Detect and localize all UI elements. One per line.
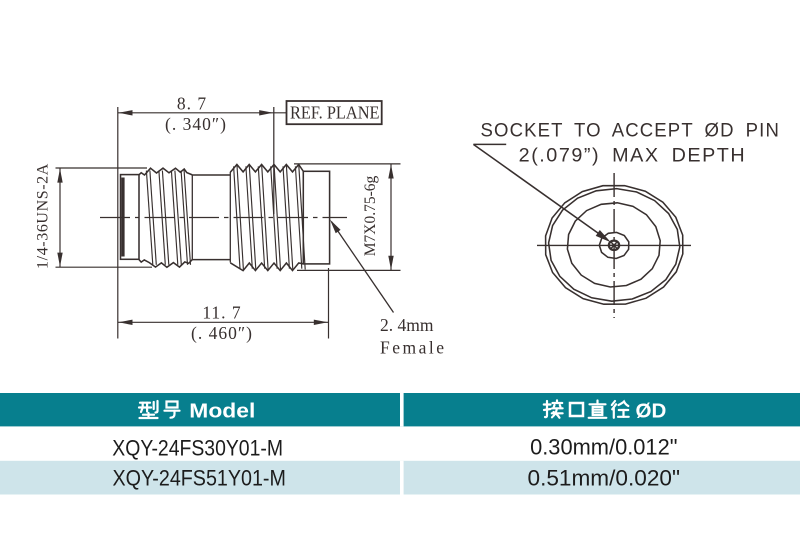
svg-text:REF. PLANE: REF. PLANE: [290, 103, 380, 123]
svg-text:1/4-36UNS-2A: 1/4-36UNS-2A: [35, 163, 52, 269]
svg-text:SOCKET TO ACCEPT ØD PIN: SOCKET TO ACCEPT ØD PIN: [481, 120, 781, 142]
svg-text:0.51mm/0.020": 0.51mm/0.020": [528, 465, 681, 490]
svg-text:XQY-24FS30Y01-M: XQY-24FS30Y01-M: [112, 436, 283, 461]
svg-text:ØD: ØD: [636, 401, 667, 423]
svg-text:0.30mm/0.012": 0.30mm/0.012": [530, 435, 677, 460]
svg-text:8. 7: 8. 7: [177, 94, 207, 114]
svg-text:XQY-24FS51Y01-M: XQY-24FS51Y01-M: [113, 465, 286, 490]
svg-text:(. 460″): (. 460″): [191, 323, 253, 343]
svg-text:Female: Female: [380, 338, 447, 358]
svg-text:2. 4mm: 2. 4mm: [380, 315, 434, 335]
svg-text:(. 340″): (. 340″): [165, 114, 227, 134]
svg-text:Model: Model: [189, 401, 255, 423]
svg-text:11. 7: 11. 7: [202, 303, 241, 323]
svg-text:2(.079”) MAX DEPTH: 2(.079”) MAX DEPTH: [519, 145, 747, 167]
svg-text:M7X0.75-6g: M7X0.75-6g: [362, 175, 379, 256]
